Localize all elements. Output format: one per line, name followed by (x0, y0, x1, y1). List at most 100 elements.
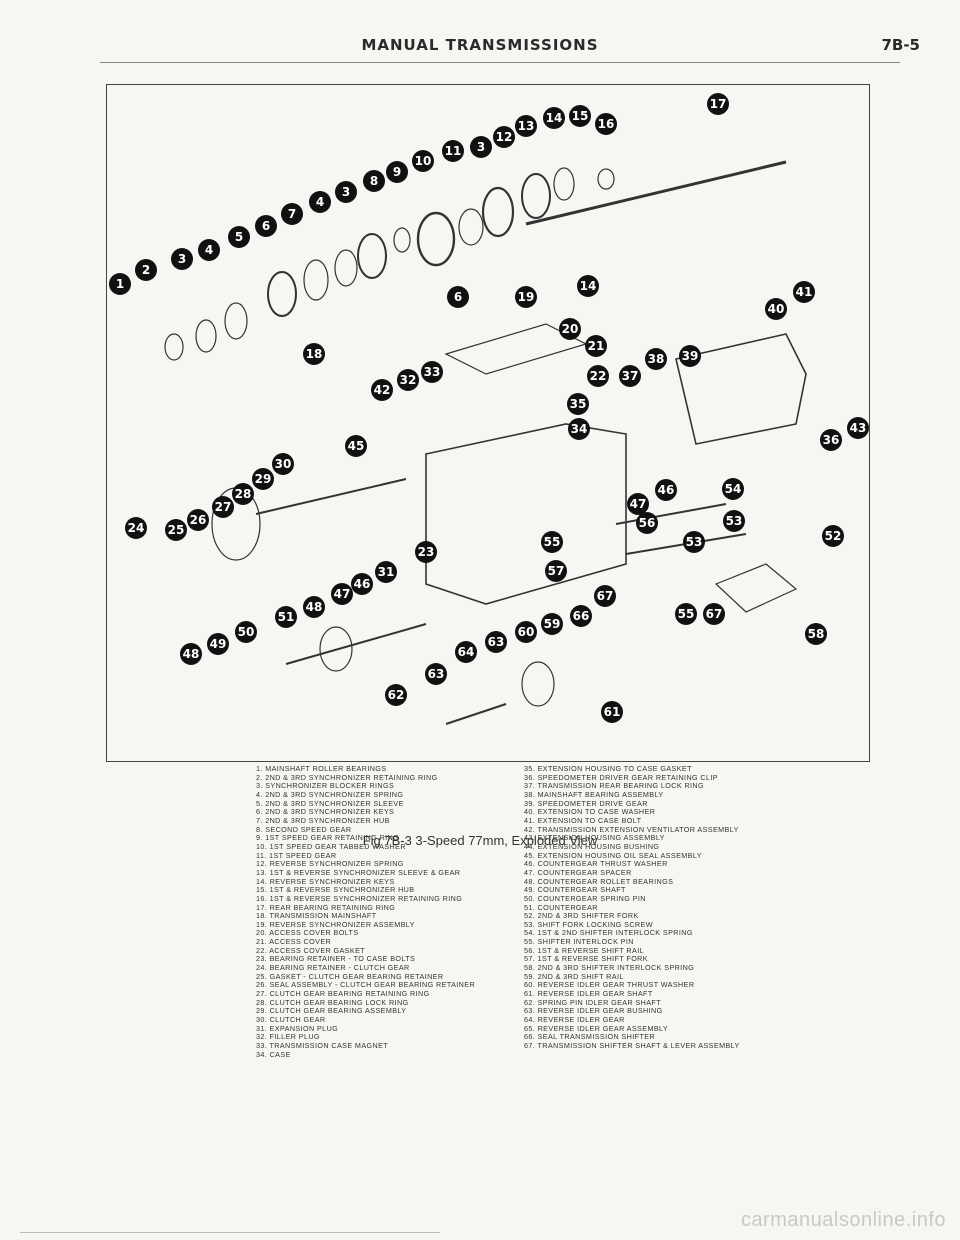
callout-66: 66 (570, 605, 592, 627)
callout-14: 14 (577, 275, 599, 297)
clutch-gear-shape (255, 478, 407, 515)
callout-20: 20 (559, 318, 581, 340)
svg-text:18: 18 (306, 347, 323, 361)
svg-text:16: 16 (598, 117, 615, 131)
callout-53: 53 (723, 510, 745, 532)
svg-text:9: 9 (393, 165, 401, 179)
callout-5: 5 (228, 226, 250, 248)
svg-text:58: 58 (808, 627, 825, 641)
callout-3: 3 (335, 181, 357, 203)
svg-text:49: 49 (210, 637, 227, 651)
legend-item: 34. CASE (256, 1049, 291, 1059)
svg-text:11: 11 (445, 144, 462, 158)
callout-61: 61 (601, 701, 623, 723)
callout-11: 11 (442, 140, 464, 162)
legend-item: 9. 1ST SPEED GEAR RETAINING RING (256, 833, 400, 843)
svg-text:26: 26 (190, 513, 207, 527)
svg-text:17: 17 (710, 97, 727, 111)
svg-text:67: 67 (597, 589, 614, 603)
callout-35: 35 (567, 393, 589, 415)
callout-51: 51 (275, 606, 297, 628)
legend-item: 2. 2ND & 3RD SYNCHRONIZER RETAINING RING (256, 772, 438, 782)
callout-27: 27 (212, 496, 234, 518)
callout-24: 24 (125, 517, 147, 539)
legend-item: 13. 1ST & REVERSE SYNCHRONIZER SLEEVE & … (256, 867, 461, 877)
legend-item: 8. SECOND SPEED GEAR (256, 824, 352, 834)
legend-item: 52. 2ND & 3RD SHIFTER FORK (524, 911, 639, 921)
legend-item: 48. COUNTERGEAR ROLLET BEARINGS (524, 876, 674, 886)
watermark: carmanualsonline.info (740, 1209, 946, 1231)
legend-item: 43. EXTENSION HOUSING ASSEMBLY (524, 833, 665, 843)
legend-item: 5. 2ND & 3RD SYNCHRONIZER SLEEVE (256, 798, 404, 808)
callout-39: 39 (679, 345, 701, 367)
svg-text:1: 1 (116, 277, 124, 291)
svg-text:59: 59 (544, 617, 561, 631)
callout-55: 55 (541, 531, 563, 553)
callout-56: 56 (636, 512, 658, 534)
callout-9: 9 (386, 161, 408, 183)
figure-frame (106, 84, 870, 762)
svg-text:54: 54 (725, 482, 742, 496)
callout-3: 3 (470, 136, 492, 158)
callout-31: 31 (375, 561, 397, 583)
legend-item: 56. 1ST & REVERSE SHIFT RAIL (524, 945, 644, 955)
svg-text:45: 45 (348, 439, 365, 453)
legend-item: 45. EXTENSION HOUSING OIL SEAL ASSEMBLY (524, 850, 702, 860)
svg-text:5: 5 (235, 230, 243, 244)
callout-34: 34 (568, 418, 590, 440)
svg-text:29: 29 (255, 472, 272, 486)
svg-text:4: 4 (205, 243, 213, 257)
legend-item: 29. CLUTCH GEAR BEARING ASSEMBLY (256, 1006, 407, 1016)
callout-43: 43 (847, 417, 869, 439)
svg-text:52: 52 (825, 529, 842, 543)
callout-18: 18 (303, 343, 325, 365)
legend-item: 38. MAINSHAFT BEARING ASSEMBLY (524, 789, 664, 799)
svg-text:13: 13 (518, 119, 535, 133)
callout-48: 48 (303, 596, 325, 618)
legend-item: 46. COUNTERGEAR THRUST WASHER (524, 859, 668, 869)
legend-item: 6. 2ND & 3RD SYNCHRONIZER KEYS (256, 807, 395, 817)
svg-text:46: 46 (354, 577, 371, 591)
svg-text:28: 28 (235, 487, 252, 501)
legend-item: 17. REAR BEARING RETAINING RING (256, 902, 396, 912)
callout-4: 4 (198, 239, 220, 261)
svg-text:14: 14 (546, 111, 563, 125)
callout-55: 55 (675, 603, 697, 625)
svg-text:6: 6 (262, 219, 270, 233)
svg-text:34: 34 (571, 422, 588, 436)
legend-item: 53. SHIFT FORK LOCKING SCREW (524, 919, 653, 929)
svg-text:15: 15 (572, 109, 589, 123)
legend-item: 24. BEARING RETAINER - CLUTCH GEAR (256, 963, 410, 973)
legend-item: 58. 2ND & 3RD SHIFTER INTERLOCK SPRING (524, 963, 695, 973)
legend-item: 14. REVERSE SYNCHRONIZER KEYS (256, 876, 395, 886)
svg-text:2: 2 (142, 263, 150, 277)
callout-25: 25 (165, 519, 187, 541)
header-rule (100, 62, 900, 63)
callout-30: 30 (272, 453, 294, 475)
legend-item: 61. REVERSE IDLER GEAR SHAFT (524, 989, 653, 999)
shift-rail-shape (615, 503, 727, 525)
svg-text:63: 63 (488, 635, 505, 649)
callout-12: 12 (493, 126, 515, 148)
svg-text:50: 50 (238, 625, 255, 639)
callout-22: 22 (587, 365, 609, 387)
callout-1: 1 (109, 273, 131, 295)
shifter-lever-shape (714, 563, 798, 613)
svg-text:3: 3 (342, 185, 350, 199)
svg-text:3: 3 (477, 140, 485, 154)
callout-45: 45 (345, 435, 367, 457)
svg-text:27: 27 (215, 500, 232, 514)
callout-49: 49 (207, 633, 229, 655)
reverse-idler-shape (521, 661, 555, 707)
bottom-rule (20, 1232, 440, 1233)
callout-50: 50 (235, 621, 257, 643)
legend-item: 63. REVERSE IDLER GEAR BUSHING (524, 1006, 663, 1016)
callout-67: 67 (594, 585, 616, 607)
svg-text:14: 14 (580, 279, 597, 293)
svg-text:10: 10 (415, 154, 432, 168)
callout-60: 60 (515, 621, 537, 643)
legend-item: 54. 1ST & 2ND SHIFTER INTERLOCK SPRING (524, 928, 693, 938)
callout-26: 26 (187, 509, 209, 531)
legend-item: 23. BEARING RETAINER - TO CASE BOLTS (256, 954, 416, 964)
svg-text:66: 66 (573, 609, 590, 623)
